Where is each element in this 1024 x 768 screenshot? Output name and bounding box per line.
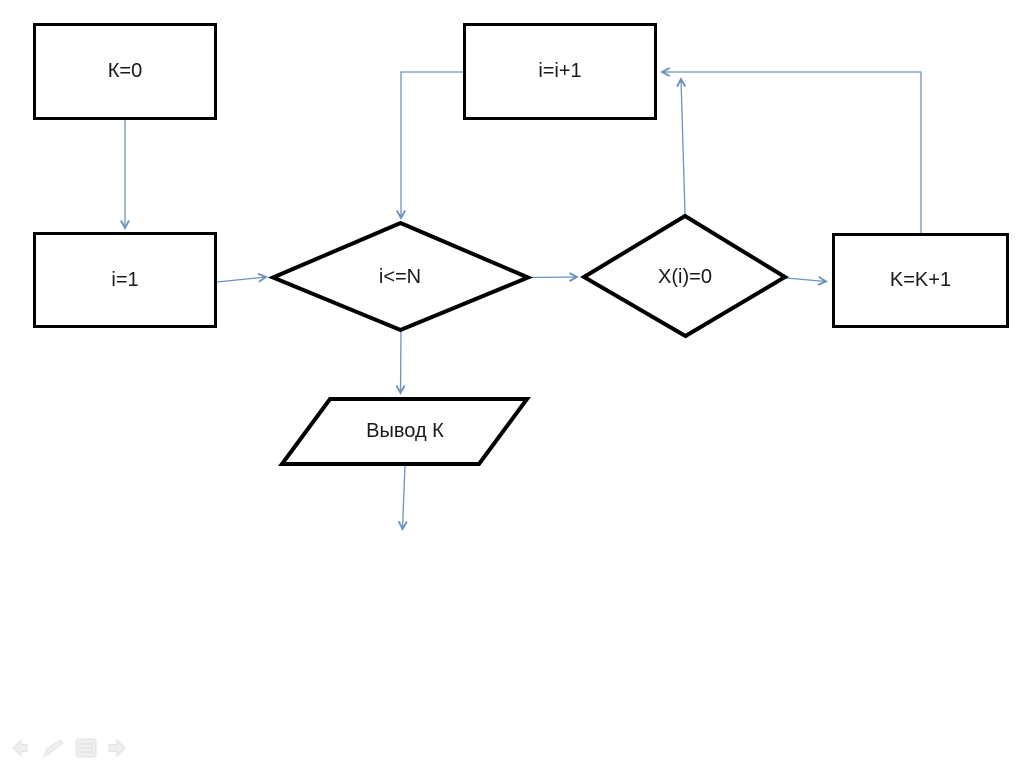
process-i1-label: i=1 (111, 268, 139, 291)
pen-icon (42, 739, 64, 759)
connector-cond-output (395, 330, 406, 395)
io-output-k (278, 397, 531, 466)
connector-iinc-cond (396, 71, 463, 220)
decision-i-le-n (267, 220, 534, 333)
connector-output-exit (397, 464, 408, 531)
nav-menu-button[interactable] (75, 738, 97, 758)
connector-cond-condxi (528, 272, 579, 282)
nav-previous-button[interactable] (12, 738, 28, 758)
connector-condxi-kinc (785, 275, 828, 286)
process-i-inc: i=i+1 (463, 23, 657, 120)
process-k0: К=0 (33, 23, 217, 120)
connector-condxi-iinc (676, 77, 687, 215)
connector-kinc-iinc (660, 67, 922, 233)
nav-pen-button[interactable] (42, 739, 64, 759)
decision-x-i-0 (580, 213, 789, 339)
nav-next-button[interactable] (108, 738, 126, 758)
arrow-right-icon (108, 738, 126, 758)
process-i1: i=1 (33, 232, 217, 328)
process-k-inc: K=K+1 (832, 233, 1009, 328)
arrow-left-icon (12, 738, 28, 758)
process-k0-label: К=0 (107, 60, 143, 82)
process-k-inc-label: K=K+1 (889, 269, 952, 291)
process-i-inc-label: i=i+1 (538, 60, 582, 82)
slideshow-nav-toolbar (12, 738, 126, 759)
connector-i1-cond (216, 272, 268, 283)
